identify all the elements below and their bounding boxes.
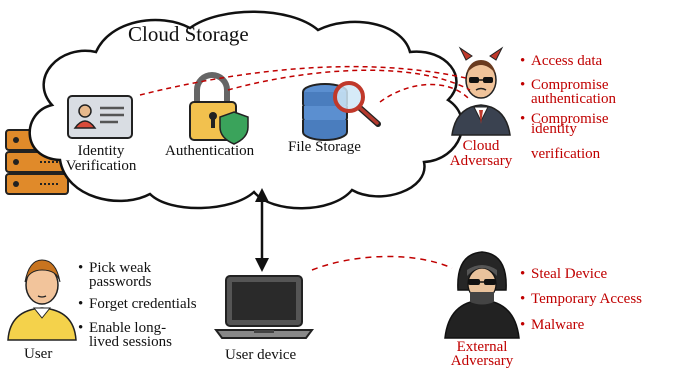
cloud-threat-text: Access data: [531, 53, 603, 69]
user-risk-text: Enable long-: [89, 320, 167, 336]
cloud-threat-text: identity: [531, 121, 577, 137]
external-attack-line: [311, 255, 453, 271]
bullet-glyph: •: [520, 291, 526, 307]
database-search-icon: [302, 81, 381, 141]
cloud-threat-text: Compromise: [531, 77, 609, 93]
external-threat-text: Steal Device: [531, 266, 608, 282]
bullet-glyph: •: [520, 317, 526, 333]
cloud-adversary-label-line1: Cloud: [462, 138, 500, 154]
external-threat-text: Temporary Access: [531, 291, 642, 307]
laptop-icon: [214, 275, 314, 339]
user-device-label: User device: [225, 347, 297, 363]
external-adversary-label-line2: Adversary: [450, 353, 514, 369]
user-risk-text: lived sessions: [89, 334, 172, 350]
cloud-adversary-label-line2: Adversary: [449, 153, 513, 169]
cloud-adversary-label: Cloud Adversary: [440, 139, 522, 169]
cloud-shape: [28, 10, 464, 210]
identity-label-line1: Identity: [77, 143, 125, 159]
connection-arrow: [255, 188, 269, 272]
external-adversary-label: External Adversary: [440, 339, 524, 369]
cloud-threat-text: Compromise: [531, 111, 609, 127]
authentication-label: Authentication: [165, 143, 255, 159]
cloud-attack-lines: [139, 65, 471, 103]
bullet-glyph: •: [78, 260, 84, 276]
file-storage-label: File Storage: [288, 139, 361, 155]
external-adversary-label-line1: External: [456, 339, 508, 355]
bullet-glyph: •: [78, 320, 84, 336]
cloud-threat-text: verification: [531, 146, 601, 162]
cloud-adversary-icon: [451, 46, 511, 136]
identity-verification-label: Identity Verification: [52, 144, 150, 174]
user-risk-text: Forget credentials: [89, 296, 197, 312]
bullet-glyph: •: [520, 53, 526, 69]
cloud-title: Cloud Storage: [128, 22, 249, 46]
bullet-glyph: •: [520, 111, 526, 127]
external-threat-text: Malware: [531, 317, 585, 333]
user-risk-text: passwords: [89, 274, 152, 290]
external-adversary-icon: [444, 251, 520, 339]
identity-label-line2: Verification: [65, 158, 137, 174]
user-label: User: [24, 346, 53, 362]
bullet-glyph: •: [520, 77, 526, 93]
bullet-glyph: •: [520, 266, 526, 282]
id-card-icon: [67, 95, 133, 139]
lock-shield-icon: [189, 72, 249, 145]
user-risk-text: Pick weak: [89, 260, 152, 276]
user-icon: [7, 259, 77, 341]
bullet-glyph: •: [78, 296, 84, 312]
cloud-threat-text: authentication: [531, 91, 616, 107]
